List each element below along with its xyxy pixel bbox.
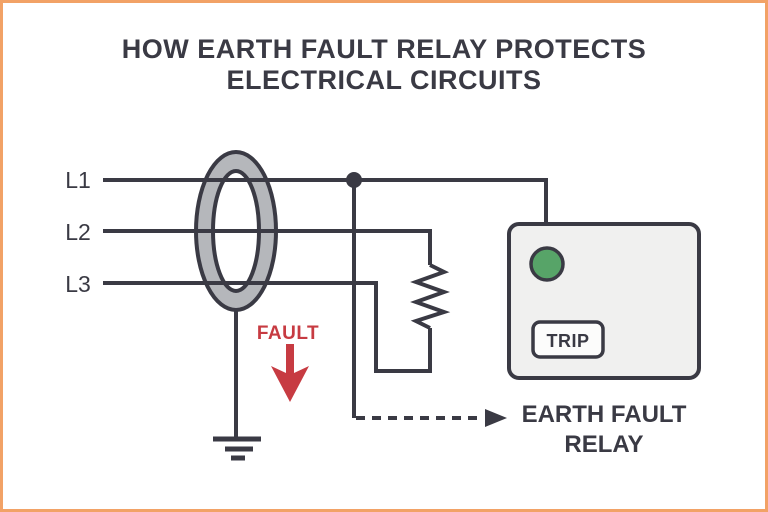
title-line-1: HOW EARTH FAULT RELAY PROTECTS (121, 34, 647, 64)
trip-button-label: TRIP (546, 331, 589, 351)
junction-dot (346, 172, 362, 188)
relay-caption-line-1: EARTH FAULT (522, 401, 687, 428)
relay-status-led-icon (529, 246, 565, 282)
phase-line-l3 (103, 281, 432, 373)
trip-button (531, 320, 605, 359)
title-line-2: ELECTRICAL CIRCUITS (226, 65, 542, 95)
phase-label-l2: L2 (65, 219, 91, 245)
phase-label-l1: L1 (65, 167, 91, 193)
page-title: HOW EARTH FAULT RELAY PROTECTS ELECTRICA… (3, 34, 765, 96)
dashed-signal-arrow-icon (356, 409, 507, 427)
ground-icon (213, 436, 261, 461)
fault-label: FAULT (257, 323, 319, 344)
relay-caption-line-2: RELAY (564, 431, 643, 458)
phase-line-l2 (103, 229, 432, 265)
resistor-icon (410, 263, 451, 330)
relay-box: TRIP (507, 222, 701, 380)
circuit-diagram: TRIP L1 L2 L3 FAULT EARTH FAULT RELAY (65, 150, 701, 461)
fault-arrow-icon (271, 344, 309, 402)
phase-line-l1 (103, 178, 548, 224)
phase-label-l3: L3 (65, 271, 91, 297)
